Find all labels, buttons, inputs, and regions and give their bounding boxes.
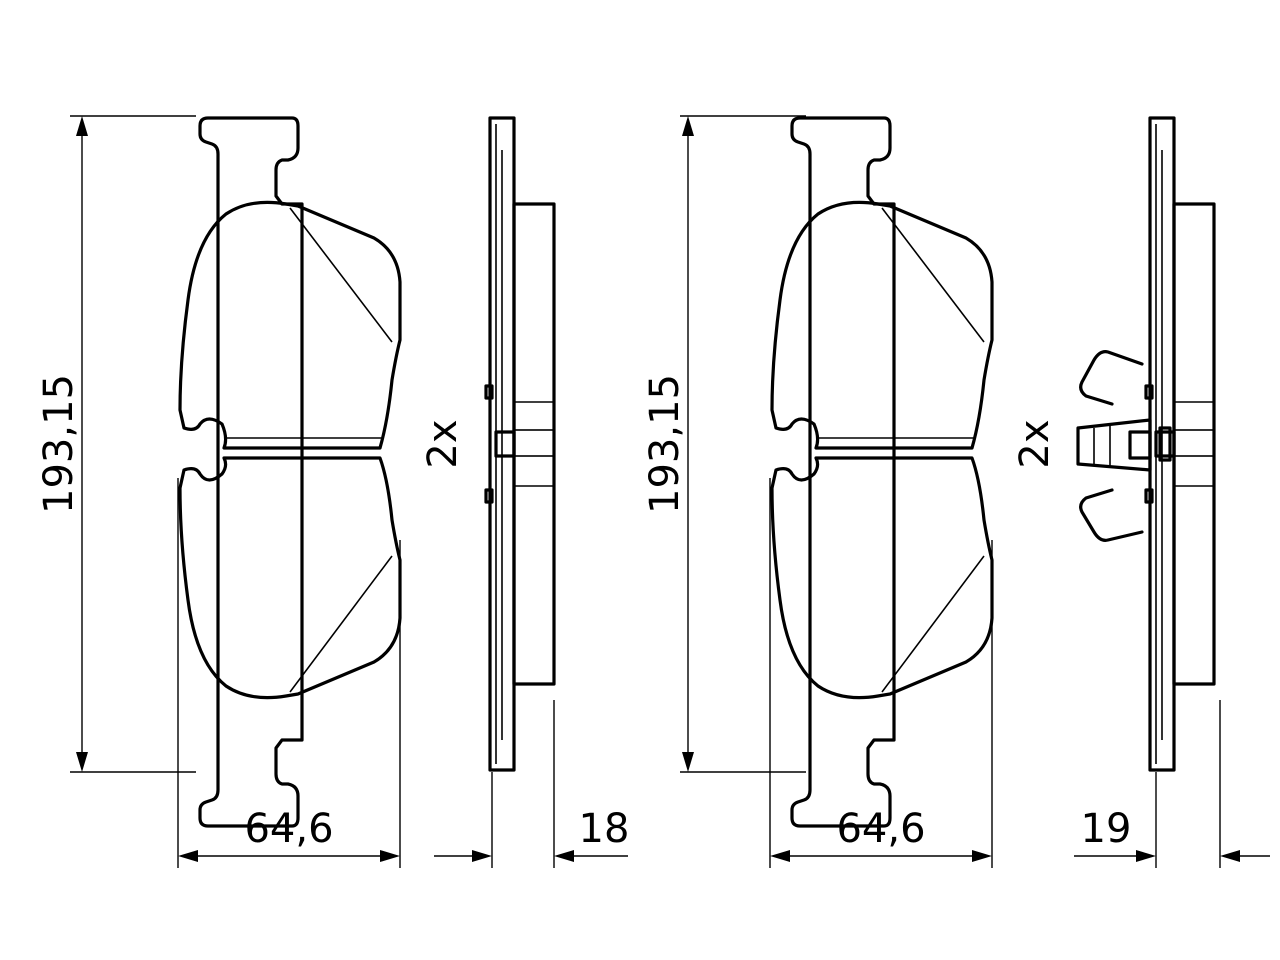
right-quantity-label: 2x (1012, 419, 1058, 468)
right-thickness-dimension (1074, 700, 1270, 868)
left-width-dimension (177, 478, 401, 868)
right-pad-side-view (1144, 116, 1216, 772)
right-pad-front-view (770, 116, 994, 828)
left-thickness-dimension (434, 700, 628, 868)
left-pad-front-view (178, 116, 402, 828)
left-height-dimension (70, 115, 196, 773)
left-thickness-label: 18 (579, 806, 630, 852)
right-width-label: 64,6 (836, 806, 925, 852)
left-pad-side-view (484, 116, 556, 772)
left-height-label: 193,15 (36, 374, 82, 514)
right-thickness-label: 19 (1081, 806, 1132, 852)
right-height-label: 193,15 (642, 374, 688, 514)
left-width-label: 64,6 (244, 806, 333, 852)
left-quantity-label: 2x (420, 419, 466, 468)
right-pad-wire-clip (1076, 350, 1172, 542)
right-width-dimension (769, 478, 993, 868)
right-height-dimension (680, 115, 806, 773)
